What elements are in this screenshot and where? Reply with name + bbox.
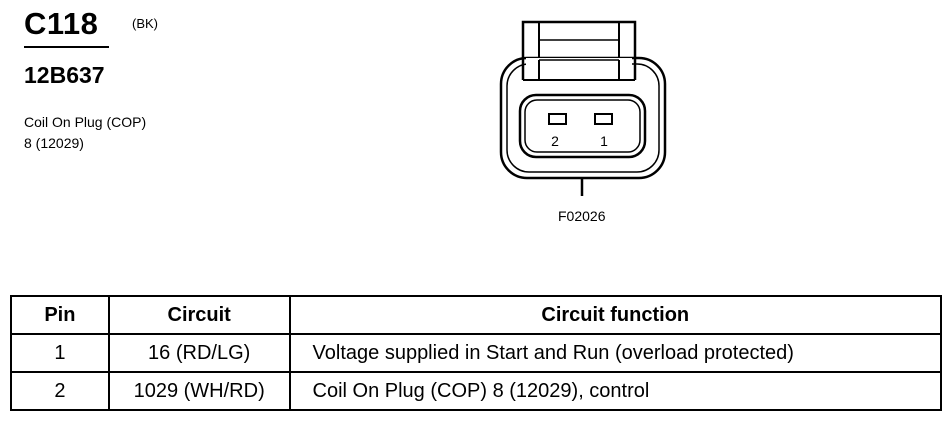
connector-description: Coil On Plug (COP) xyxy=(24,114,147,130)
pin-cavity xyxy=(518,93,647,159)
pin-2-terminal xyxy=(548,113,567,125)
connector-face-diagram: 2 1 xyxy=(499,20,667,196)
pin-2-label: 2 xyxy=(551,133,559,149)
title-underline xyxy=(24,46,109,48)
circuit-cell: 1029 (WH/RD) xyxy=(107,371,291,411)
header-circuit: Circuit xyxy=(107,295,291,335)
part-number: 12B637 xyxy=(24,62,105,88)
table-header-row: Pin Circuit Circuit function xyxy=(10,295,943,335)
table-row: 1 16 (RD/LG) Voltage supplied in Start a… xyxy=(10,333,943,373)
pin-cell: 2 xyxy=(10,371,110,411)
pin-table: Pin Circuit Circuit function 1 16 (RD/LG… xyxy=(10,295,943,411)
header-circuit-function: Circuit function xyxy=(288,295,943,335)
header-pin: Pin xyxy=(10,295,110,335)
connector-color-code: (BK) xyxy=(132,16,158,31)
table-row: 2 1029 (WH/RD) Coil On Plug (COP) 8 (120… xyxy=(10,371,943,411)
pin-1-terminal xyxy=(594,113,613,125)
pin-1-label: 1 xyxy=(600,133,608,149)
connector-id: C118 xyxy=(24,6,99,41)
connector-description-detail: 8 (12029) xyxy=(24,135,84,151)
function-cell: Coil On Plug (COP) 8 (12029), control xyxy=(288,371,943,411)
function-cell: Voltage supplied in Start and Run (overl… xyxy=(288,333,943,373)
circuit-cell: 16 (RD/LG) xyxy=(107,333,291,373)
pin-cell: 1 xyxy=(10,333,110,373)
figure-id: F02026 xyxy=(558,208,606,224)
